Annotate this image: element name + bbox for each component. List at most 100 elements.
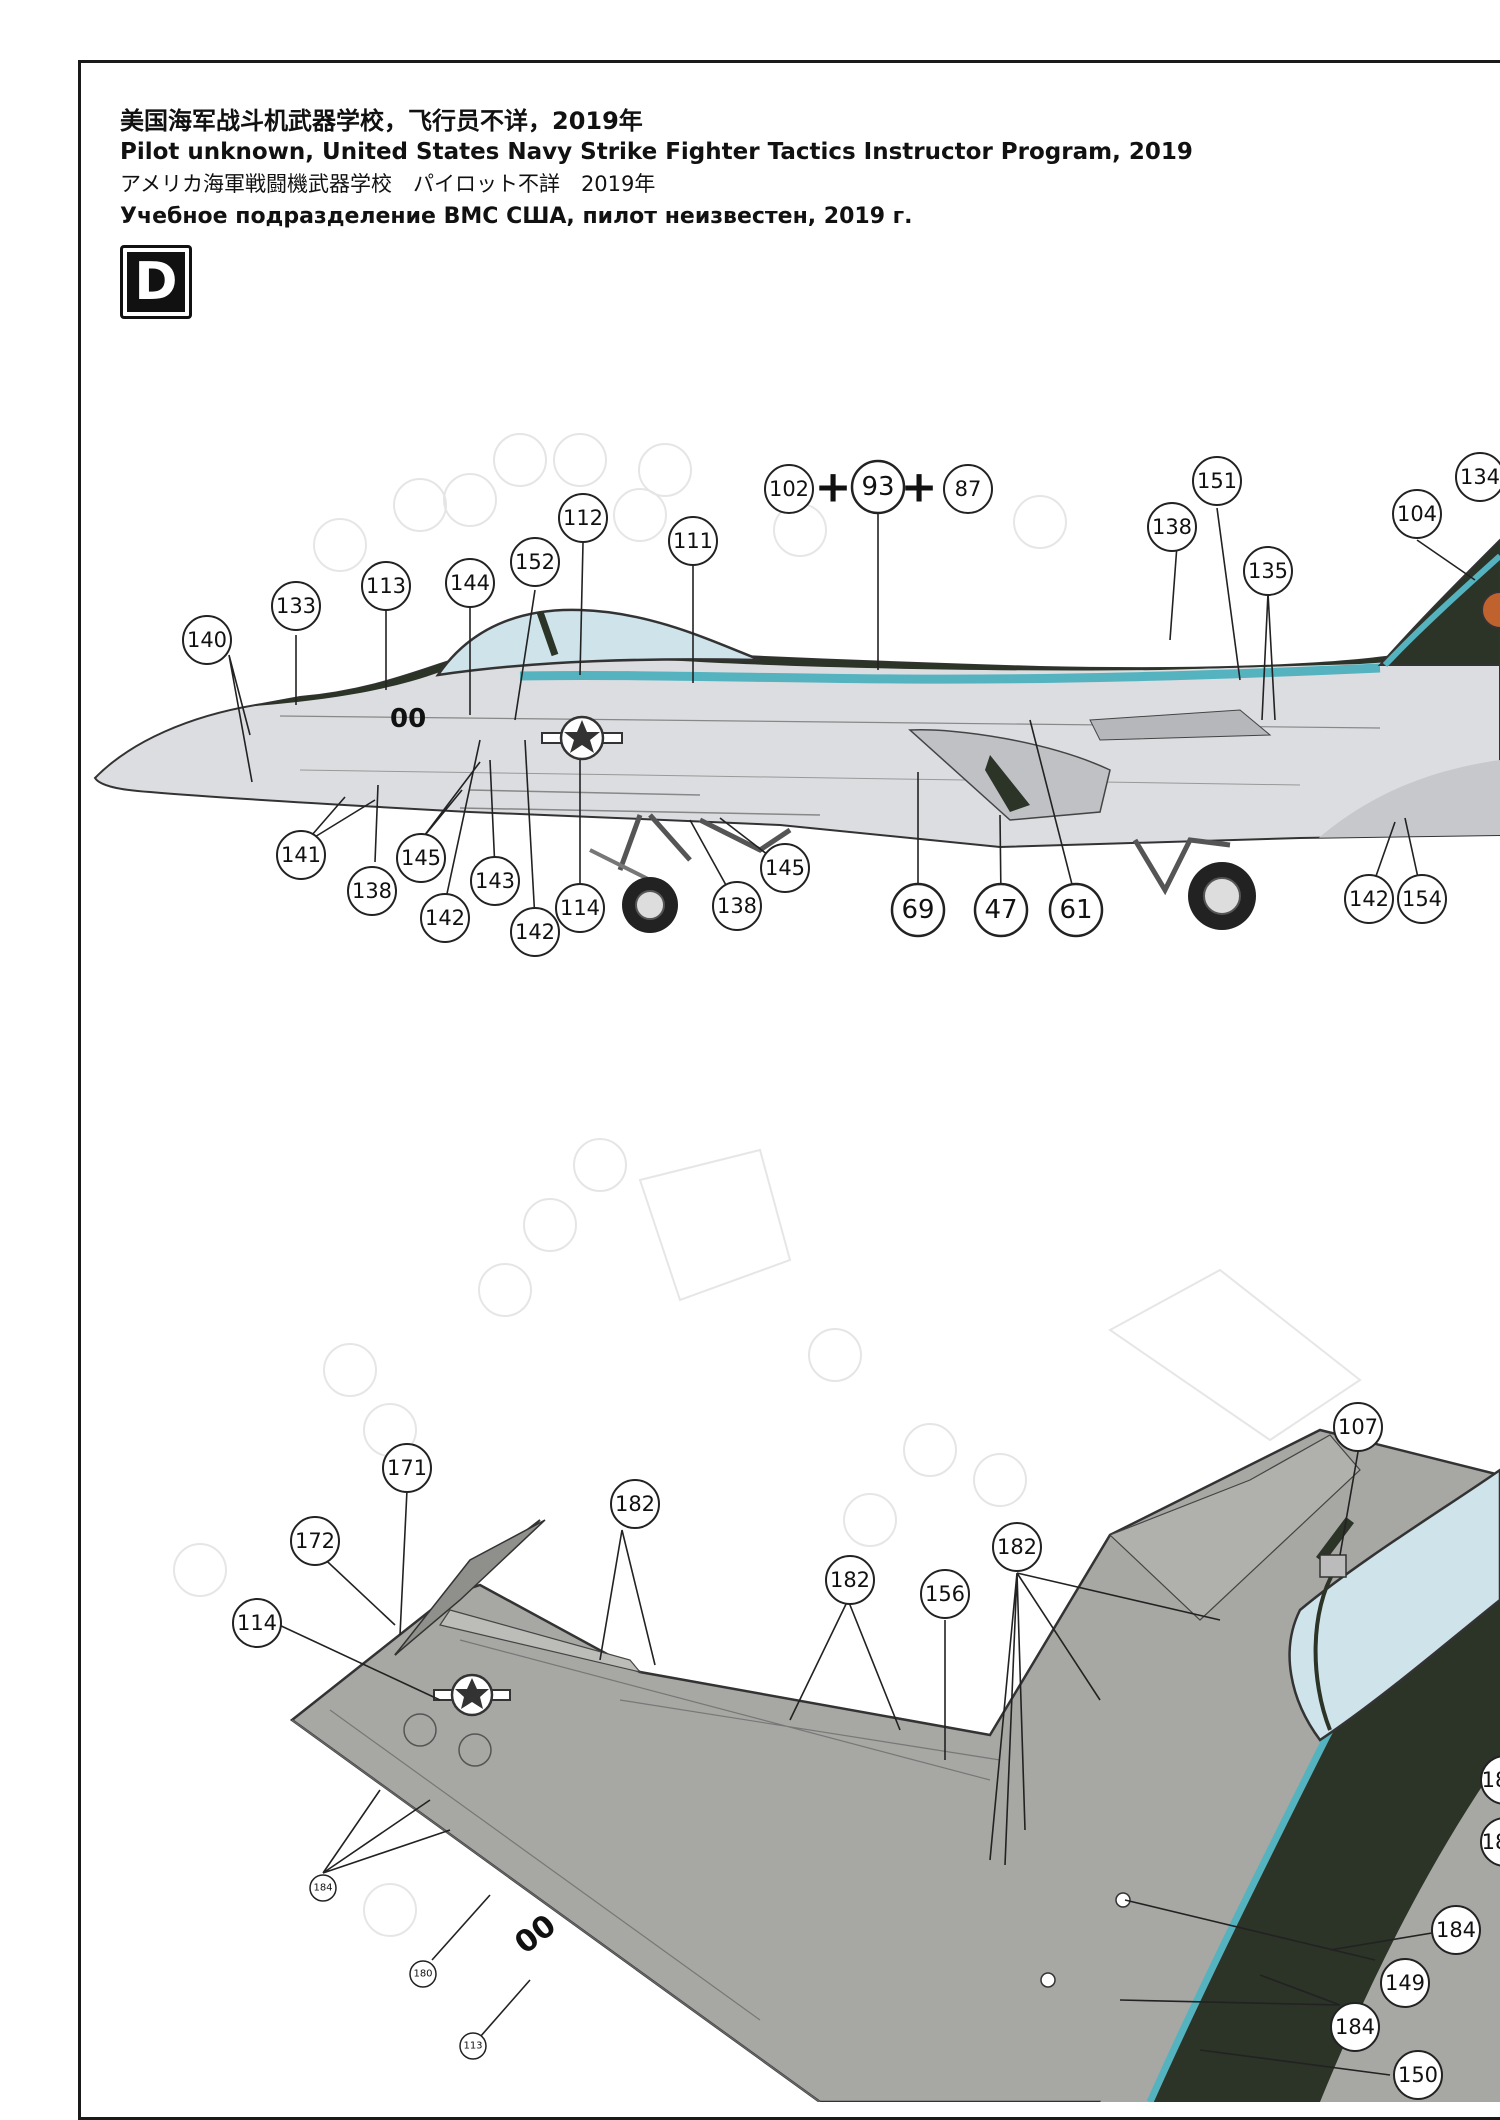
callout-149: 149 bbox=[1380, 1958, 1430, 2008]
top-view-aircraft: 00 bbox=[289, 1428, 1500, 2102]
callout-142: 142 bbox=[420, 893, 470, 943]
landing-gear-wheel-icon bbox=[622, 877, 678, 933]
title-russian: Учебное подразделение ВМС США, пилот неи… bbox=[120, 204, 913, 229]
callout-171: 171 bbox=[382, 1443, 432, 1493]
svg-text:47: 47 bbox=[984, 895, 1017, 925]
svg-text:114: 114 bbox=[560, 896, 600, 920]
callout-134: 134 bbox=[1455, 452, 1500, 502]
svg-text:114: 114 bbox=[237, 1611, 277, 1635]
callout-104: 104 bbox=[1392, 489, 1442, 539]
callout-113: 113 bbox=[361, 561, 411, 611]
callout-145: 145 bbox=[760, 843, 810, 893]
callout-138: 138 bbox=[347, 866, 397, 916]
svg-text:141: 141 bbox=[281, 843, 321, 867]
svg-text:142: 142 bbox=[1349, 887, 1389, 911]
callout-150: 150 bbox=[1393, 2050, 1443, 2100]
svg-text:150: 150 bbox=[1398, 2063, 1438, 2087]
top-modex: 00 bbox=[508, 1908, 562, 1961]
callout-69: 69 bbox=[890, 882, 946, 938]
callout-135: 135 bbox=[1243, 546, 1293, 596]
plus-sign: + bbox=[901, 462, 938, 513]
main-landing-gear bbox=[1132, 837, 1256, 930]
svg-text:142: 142 bbox=[515, 920, 555, 944]
svg-text:18: 18 bbox=[1482, 1768, 1500, 1792]
callout-184: 184 bbox=[1330, 2002, 1380, 2052]
callout-152: 152 bbox=[510, 537, 560, 587]
svg-text:113: 113 bbox=[463, 2041, 482, 2052]
callout-182: 182 bbox=[992, 1522, 1042, 1572]
svg-text:134: 134 bbox=[1460, 465, 1500, 489]
callout-138: 138 bbox=[712, 881, 762, 931]
svg-text:69: 69 bbox=[901, 895, 934, 925]
callout-156: 156 bbox=[920, 1569, 970, 1619]
svg-text:180: 180 bbox=[413, 1969, 432, 1980]
faint-background-marks bbox=[173, 433, 1362, 1937]
svg-text:104: 104 bbox=[1397, 502, 1437, 526]
svg-text:156: 156 bbox=[925, 1582, 965, 1606]
scheme-letter: D bbox=[127, 252, 185, 312]
callout-142: 142 bbox=[1344, 874, 1394, 924]
callout-184: 184 bbox=[1431, 1905, 1481, 1955]
side-view-callouts: 140 133 113 144 152 112 111 102 93 87 13… bbox=[182, 452, 1500, 957]
callout-182: 182 bbox=[825, 1555, 875, 1605]
callout-93: 93 bbox=[850, 459, 906, 515]
svg-text:143: 143 bbox=[475, 869, 515, 893]
scheme-badge: D bbox=[120, 245, 192, 319]
svg-text:135: 135 bbox=[1248, 559, 1288, 583]
svg-text:152: 152 bbox=[515, 550, 555, 574]
callout-113-small: 113 bbox=[459, 2032, 487, 2060]
callout-142: 142 bbox=[510, 907, 560, 957]
svg-text:149: 149 bbox=[1385, 1971, 1425, 1995]
svg-text:182: 182 bbox=[615, 1492, 655, 1516]
svg-text:154: 154 bbox=[1402, 887, 1442, 911]
svg-text:112: 112 bbox=[563, 506, 603, 530]
svg-text:140: 140 bbox=[187, 628, 227, 652]
callout-145: 145 bbox=[396, 833, 446, 883]
callout-102: 102 bbox=[764, 464, 814, 514]
landing-gear-wheel-icon bbox=[1188, 862, 1256, 930]
callout-47: 47 bbox=[973, 882, 1029, 938]
svg-text:87: 87 bbox=[955, 477, 982, 501]
side-modex: 00 bbox=[390, 704, 426, 734]
top-view-callouts: 171 172 114 182 182 156 182 107 184 113 … bbox=[232, 1402, 1500, 2100]
callout-154: 154 bbox=[1397, 874, 1447, 924]
callout-172: 172 bbox=[290, 1516, 340, 1566]
title-english: Pilot unknown, United States Navy Strike… bbox=[120, 139, 1193, 165]
callout-141: 141 bbox=[276, 830, 326, 880]
svg-text:111: 111 bbox=[673, 529, 713, 553]
callout-151: 151 bbox=[1192, 456, 1242, 506]
svg-text:145: 145 bbox=[765, 856, 805, 880]
svg-text:151: 151 bbox=[1197, 469, 1237, 493]
svg-text:138: 138 bbox=[717, 894, 757, 918]
svg-text:142: 142 bbox=[425, 906, 465, 930]
callout-138: 138 bbox=[1147, 502, 1197, 552]
national-insignia-star-icon bbox=[433, 1673, 511, 1717]
svg-text:18: 18 bbox=[1482, 1830, 1500, 1854]
svg-text:93: 93 bbox=[861, 472, 894, 502]
svg-text:113: 113 bbox=[366, 574, 406, 598]
title-chinese: 美国海军战斗机武器学校，飞行员不详，2019年 bbox=[120, 107, 643, 135]
title-block: 美国海军战斗机武器学校，飞行员不详，2019年 Pilot unknown, U… bbox=[120, 106, 1220, 231]
callout-61: 61 bbox=[1048, 882, 1104, 938]
svg-text:184: 184 bbox=[313, 1883, 332, 1894]
svg-text:182: 182 bbox=[997, 1535, 1037, 1559]
svg-text:102: 102 bbox=[769, 477, 809, 501]
svg-text:144: 144 bbox=[450, 571, 490, 595]
callout-plus-signs: + + bbox=[815, 462, 938, 513]
svg-text:184: 184 bbox=[1335, 2015, 1375, 2039]
national-insignia-star-icon bbox=[541, 715, 623, 761]
svg-text:172: 172 bbox=[295, 1529, 335, 1553]
svg-text:107: 107 bbox=[1338, 1415, 1378, 1439]
callout-112: 112 bbox=[558, 493, 608, 543]
title-japanese: アメリカ海軍戦闘機武器学校 パイロット不詳 2019年 bbox=[120, 171, 656, 196]
callout-114: 114 bbox=[232, 1598, 282, 1648]
callout-18-partial: 18 bbox=[1480, 1817, 1500, 1867]
svg-text:133: 133 bbox=[276, 594, 316, 618]
callout-180-small: 180 bbox=[409, 1960, 437, 1988]
svg-text:145: 145 bbox=[401, 846, 441, 870]
svg-text:138: 138 bbox=[352, 879, 392, 903]
plus-sign: + bbox=[815, 462, 852, 513]
callout-144: 144 bbox=[445, 558, 495, 608]
